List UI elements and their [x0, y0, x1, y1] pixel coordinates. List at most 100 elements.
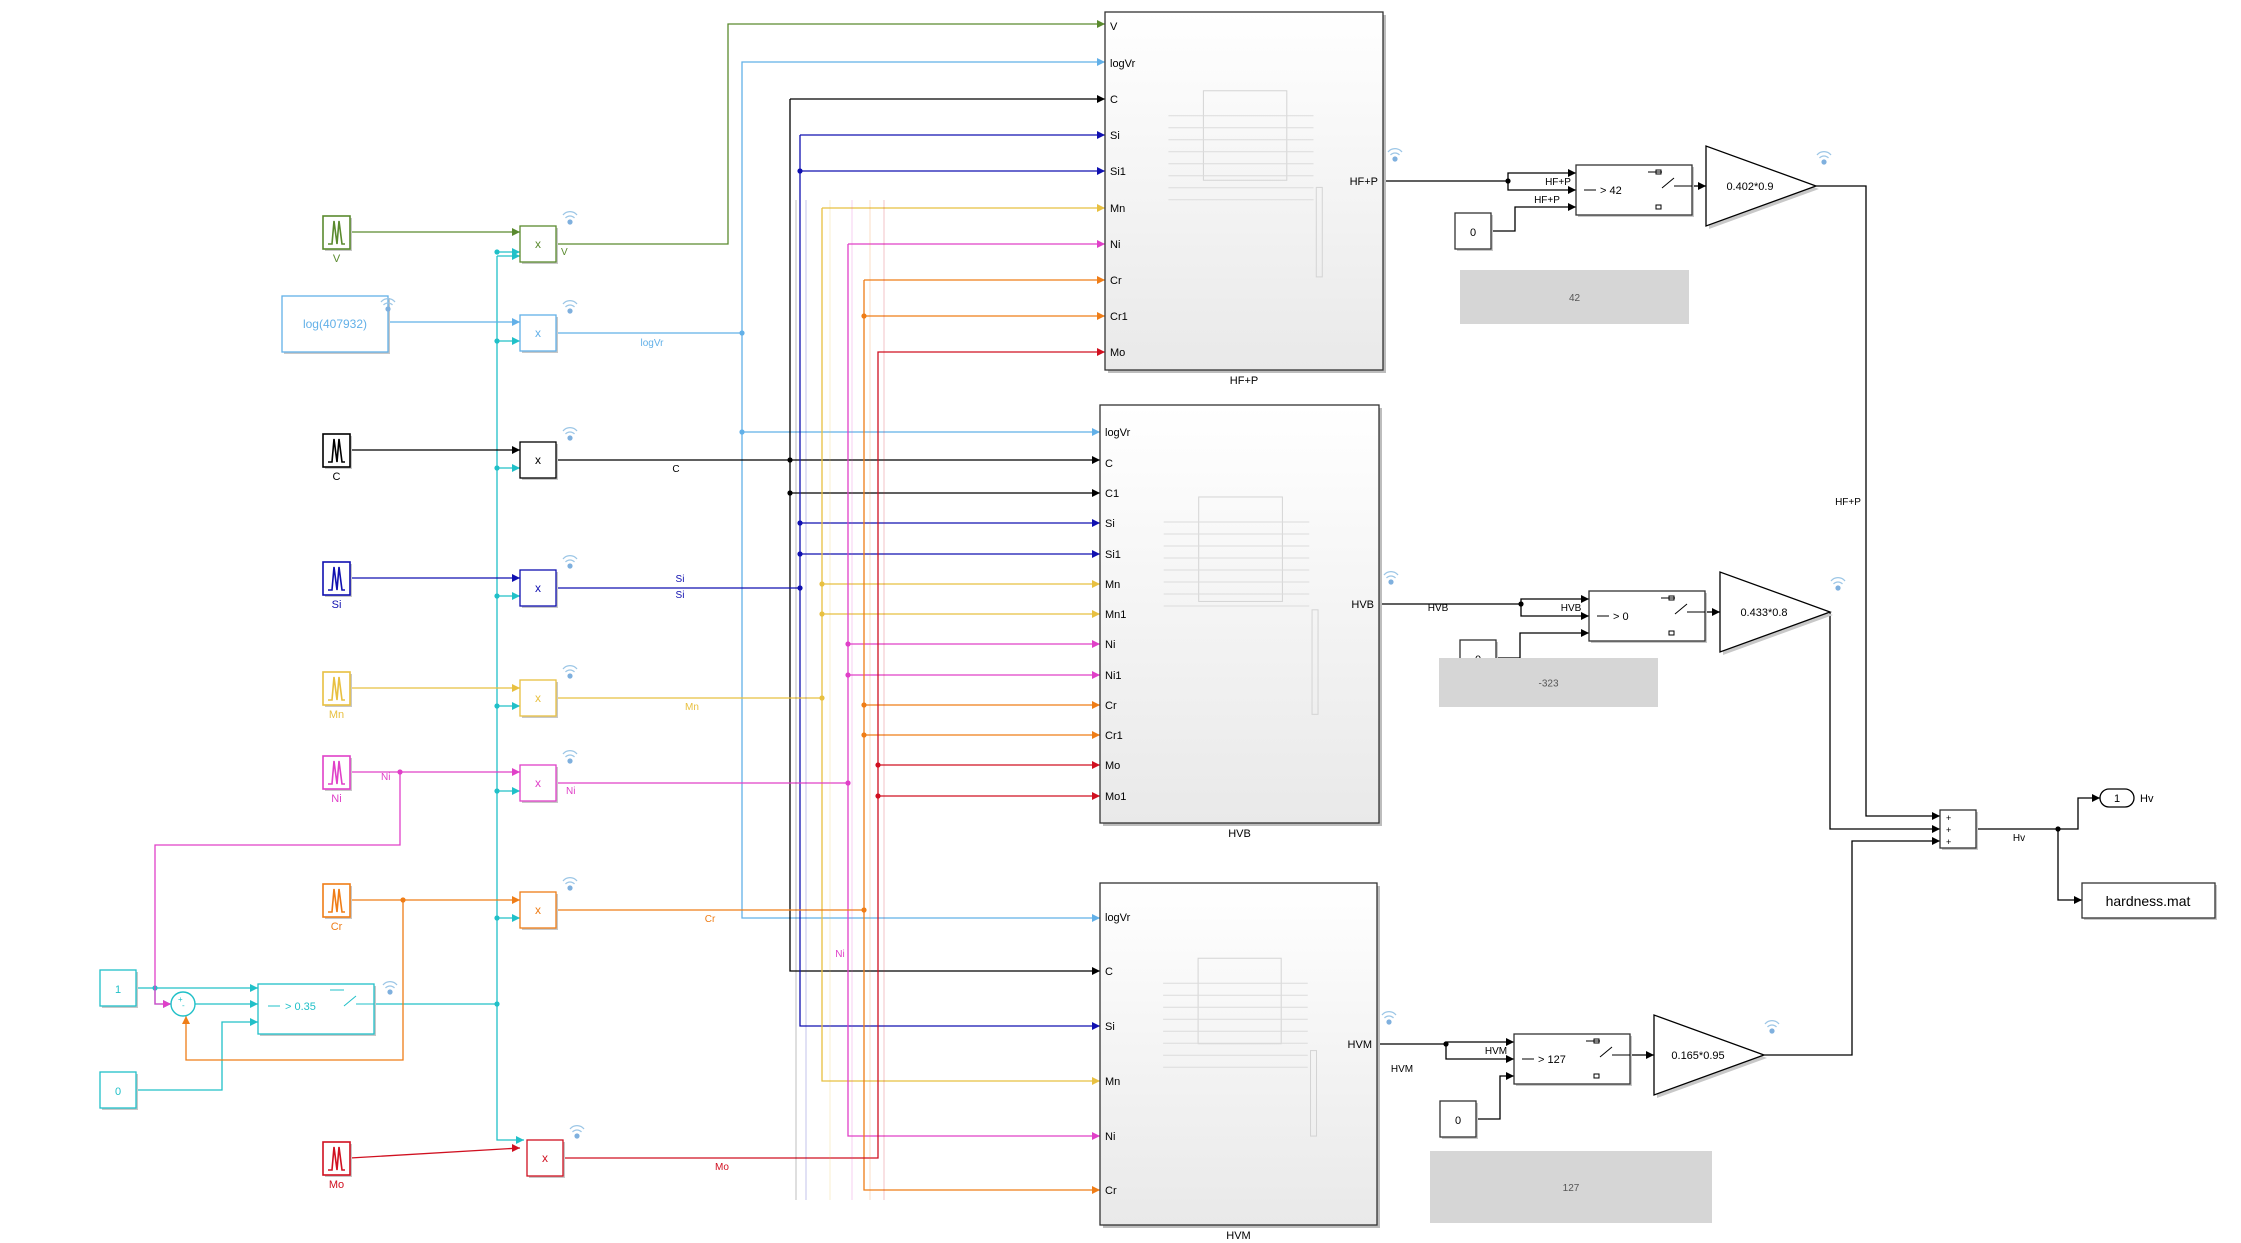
product-label: x [535, 453, 541, 467]
subsystem-port-label: Si [1110, 130, 1120, 142]
branch-point [861, 702, 867, 708]
logging-arc [562, 555, 578, 560]
signal-logging-icon[interactable] [562, 750, 578, 764]
logging-arc [562, 211, 578, 216]
logging-arc [385, 985, 395, 989]
signal-logging-icon[interactable] [380, 298, 396, 312]
constant-zero-lower[interactable] [99, 1071, 137, 1109]
branch-point [400, 897, 406, 903]
sum-block-lower[interactable] [170, 991, 196, 1017]
product-mo[interactable] [526, 1139, 564, 1177]
wire-cr [863, 280, 1100, 1191]
internal-preview [1310, 1050, 1318, 1137]
signal-logging-icon[interactable] [562, 665, 578, 679]
logging-dot [387, 989, 393, 995]
signal-logging-icon[interactable] [1383, 571, 1399, 585]
logging-arc [1390, 152, 1400, 156]
subsystem-port-label: C [1110, 94, 1118, 106]
subsystem-port-label: Si [1105, 1021, 1115, 1033]
subsystem-hvb[interactable] [1099, 404, 1380, 824]
signal-logging-icon[interactable] [382, 981, 398, 995]
outport-hv[interactable] [2099, 788, 2135, 808]
product-ni[interactable] [519, 764, 557, 802]
logging-arc [565, 559, 575, 563]
wire-arrowhead [512, 464, 520, 472]
constant-one[interactable] [99, 969, 137, 1007]
wire-arrowhead [512, 914, 520, 922]
logging-arc [1384, 1015, 1394, 1019]
signal-logging-icon[interactable] [562, 427, 578, 441]
wire-arrowhead [1092, 1186, 1100, 1194]
signal-label-v: V [561, 247, 568, 258]
signal-logging-icon[interactable] [562, 555, 578, 569]
outport-number: 1 [2114, 793, 2120, 805]
switch-glyph [1593, 1038, 1600, 1044]
subsystem-port-label: Mn1 [1105, 609, 1126, 621]
subsystem-port-label: Cr1 [1110, 311, 1128, 323]
source-label-v: V [333, 253, 341, 265]
branch-point [875, 793, 881, 799]
constant-logvr[interactable] [281, 295, 389, 353]
product-mn[interactable] [519, 679, 557, 717]
wire-arrowhead [1092, 519, 1100, 527]
wire-arrowhead [1097, 240, 1105, 248]
signal-logging-icon[interactable] [1764, 1020, 1780, 1034]
wire-arrowhead [512, 1144, 520, 1152]
constant-zero-hfp[interactable] [1454, 212, 1492, 250]
waveform-icon [328, 566, 345, 591]
sum-block-hv[interactable] [1939, 809, 1977, 849]
signal-logging-icon[interactable] [562, 300, 578, 314]
signal-logging-icon[interactable] [1381, 1011, 1397, 1025]
product-label: x [535, 326, 541, 340]
signal-label-mo: Mo [715, 1162, 729, 1173]
control-wire [496, 256, 524, 1141]
signal-label-ni: Ni [566, 786, 575, 797]
wire-hvb-to-sum [1829, 612, 1940, 830]
source-label-mn: Mn [329, 709, 344, 721]
signal-label-logvr: logVr [641, 338, 665, 349]
wire-arrowhead [182, 1016, 190, 1024]
wire-cr-feedback [185, 900, 404, 1061]
constant-zero-hvm[interactable] [1439, 1100, 1477, 1138]
switch-lower[interactable] [257, 983, 375, 1035]
sum-sign: + [1946, 837, 1951, 847]
wire-hvm-to-sum [1764, 840, 1940, 1056]
signal-logging-icon[interactable] [569, 1125, 585, 1139]
gain-hfp[interactable] [1705, 145, 1818, 227]
wire-arrowhead [1506, 1038, 1514, 1046]
wire-arrowhead [1568, 186, 1576, 194]
subsystem-port-label: Mn [1105, 579, 1120, 591]
source-label-cr: Cr [331, 921, 343, 933]
wire-arrowhead [250, 1000, 258, 1008]
signal-logging-icon[interactable] [1830, 577, 1846, 591]
product-logvr[interactable] [519, 314, 557, 352]
wire-ni-feedback [154, 772, 401, 1005]
gain-hvb[interactable] [1719, 571, 1832, 653]
branch-point [739, 429, 745, 435]
wire-arrowhead [512, 592, 520, 600]
subsystem-hfp[interactable] [1104, 11, 1384, 371]
product-cr[interactable] [519, 891, 557, 929]
signal-logging-icon[interactable] [562, 877, 578, 891]
product-c[interactable] [519, 441, 557, 479]
signal-logging-icon[interactable] [1387, 148, 1403, 162]
wire-hfp-to-switch [1507, 181, 1576, 191]
subsystem-port-label: C [1105, 458, 1113, 470]
gain-label: 0.433*0.8 [1740, 607, 1787, 619]
subsystem-hvm[interactable] [1099, 882, 1378, 1226]
from-workspace-cr[interactable] [322, 883, 351, 918]
product-si[interactable] [519, 569, 557, 607]
subsystem-port-label: Mo1 [1105, 791, 1126, 803]
signal-logging-icon[interactable] [1816, 151, 1832, 165]
wire-arrowhead [1581, 595, 1589, 603]
signal-logging-icon[interactable] [562, 211, 578, 225]
gain-hvm[interactable] [1653, 1014, 1766, 1096]
wire-arrowhead [1097, 167, 1105, 175]
switch-hvb[interactable] [1588, 590, 1706, 642]
to-file-block[interactable] [2081, 882, 2216, 919]
switch-glyph [1655, 204, 1662, 210]
product-v[interactable] [519, 225, 557, 263]
wire-arrowhead [1092, 580, 1100, 588]
logging-arc [1387, 148, 1403, 153]
logging-arc [562, 427, 578, 432]
